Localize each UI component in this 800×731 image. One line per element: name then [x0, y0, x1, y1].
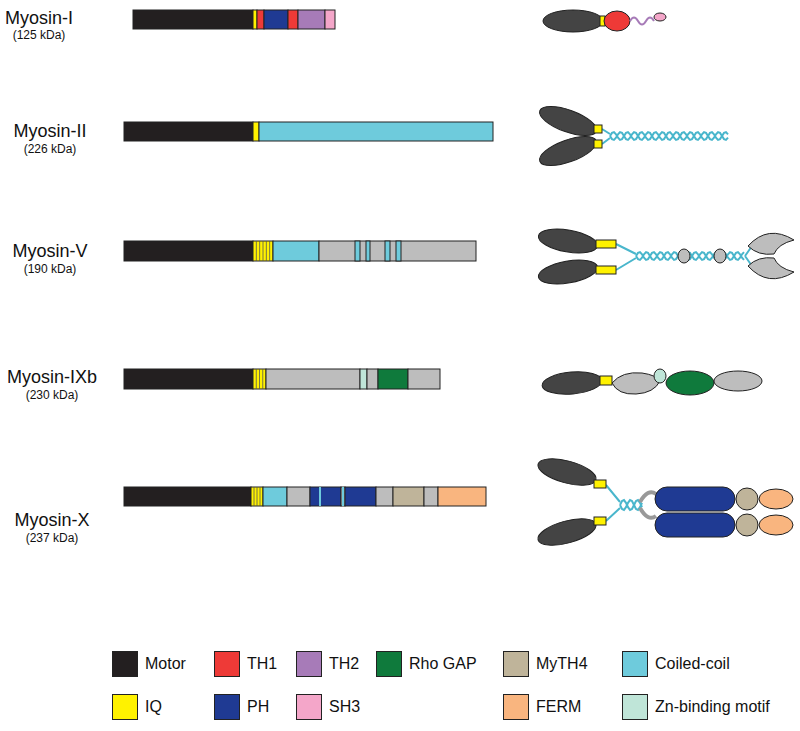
iq-stripe [259, 241, 260, 261]
legend-swatch [622, 694, 648, 720]
molecular-weight: (125 kDa) [0, 29, 78, 43]
myosin-name: Myosin-II [0, 121, 100, 142]
neck-line [602, 129, 610, 144]
legend-text: Motor [145, 655, 186, 673]
iq-stripe [262, 369, 263, 389]
iq-stripe [256, 369, 257, 389]
myosin-name: Myosin-V [0, 241, 100, 262]
coiled-coil-strand [610, 132, 728, 140]
legend-entry: TH2 [296, 651, 359, 677]
iq-stripe [259, 369, 260, 389]
legend-entry: Zn-binding motif [622, 694, 770, 720]
legend-text: TH2 [329, 655, 359, 673]
legend-text: SH3 [329, 698, 360, 716]
legend-swatch [296, 651, 322, 677]
iq-stripe [263, 241, 264, 261]
legend-swatch [622, 651, 648, 677]
coiled-coil-strand [620, 500, 642, 510]
legend-text: FERM [536, 698, 581, 716]
coiled-coil-strand [610, 132, 728, 140]
legend-entry: Coiled-coil [622, 651, 730, 677]
legend-text: MyTH4 [536, 655, 588, 673]
legend-text: Rho GAP [409, 655, 477, 673]
legend-swatch [112, 651, 138, 677]
legend-swatch [503, 651, 529, 677]
molecular-weight: (230 kDa) [0, 389, 104, 403]
iq-stripe [266, 241, 267, 261]
legend-swatch [112, 694, 138, 720]
legend-text: IQ [145, 698, 162, 716]
legend-entry: SH3 [296, 694, 360, 720]
legend-swatch [214, 651, 240, 677]
myosin-name: Myosin-X [0, 510, 104, 531]
coiled-coil-strand [620, 500, 642, 510]
legend-text: Coiled-coil [655, 655, 730, 673]
legend-text: PH [247, 698, 269, 716]
myosin-name: Myosin-I [0, 8, 78, 29]
legend-entry: Motor [112, 651, 186, 677]
legend-swatch [376, 651, 402, 677]
legend-text: Zn-binding motif [655, 698, 770, 716]
neck-line [616, 244, 636, 270]
molecular-weight: (237 kDa) [0, 532, 104, 546]
legend-text: TH1 [247, 655, 277, 673]
iq-stripe [257, 487, 258, 506]
legend-entry: PH [214, 694, 269, 720]
legend-swatch [296, 694, 322, 720]
iq-stripe [256, 241, 257, 261]
iq-stripe [269, 241, 270, 261]
legend-swatch [214, 694, 240, 720]
iq-stripe [260, 487, 261, 506]
legend-entry: IQ [112, 694, 162, 720]
legend-entry: MyTH4 [503, 651, 588, 677]
iq-stripe [254, 487, 255, 506]
molecular-weight: (190 kDa) [0, 263, 100, 277]
neck-line [606, 485, 620, 521]
legend-entry: TH1 [214, 651, 277, 677]
myosin-name: Myosin-IXb [0, 367, 104, 388]
legend-swatch [503, 694, 529, 720]
molecular-weight: (226 kDa) [0, 143, 100, 157]
legend-entry: FERM [503, 694, 581, 720]
legend-entry: Rho GAP [376, 651, 477, 677]
